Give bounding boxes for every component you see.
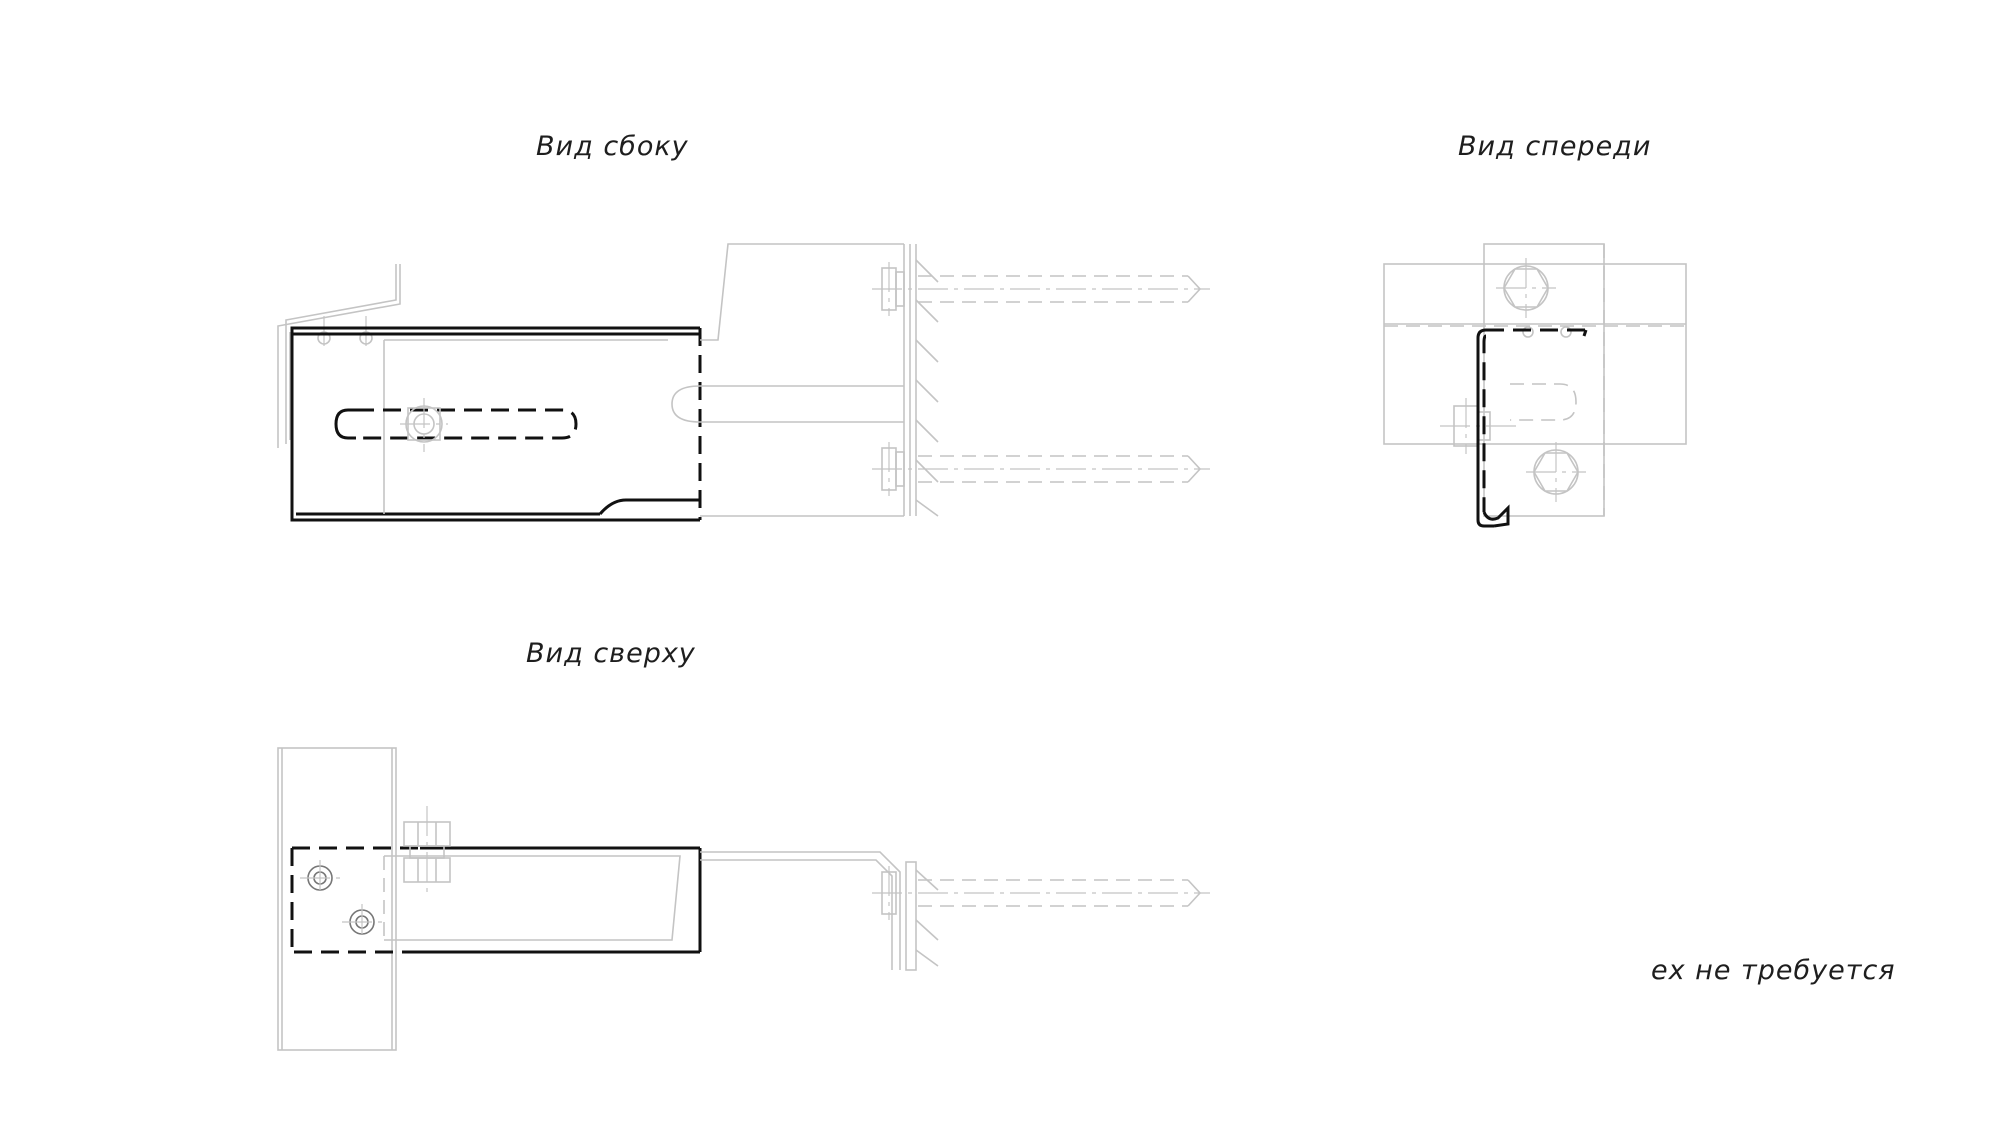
side-bracket — [290, 326, 702, 522]
top-support-arm — [700, 851, 1210, 971]
front-bracket — [1476, 328, 1588, 528]
front-view — [1383, 243, 1687, 528]
top-slot-bolt — [403, 806, 451, 896]
side-view-title: Вид сбоку — [536, 131, 689, 162]
front-view-title: Вид спереди — [1458, 131, 1651, 162]
note-text: ех не требуется — [1651, 955, 1896, 986]
side-view — [277, 243, 1210, 522]
top-view-title: Вид сверху — [526, 638, 696, 669]
top-view — [277, 747, 1210, 1051]
top-bracket — [290, 846, 702, 954]
side-support-plate — [671, 243, 1210, 517]
top-left-profile — [277, 747, 397, 1051]
side-left-profile — [277, 264, 401, 448]
front-context — [1383, 243, 1687, 517]
